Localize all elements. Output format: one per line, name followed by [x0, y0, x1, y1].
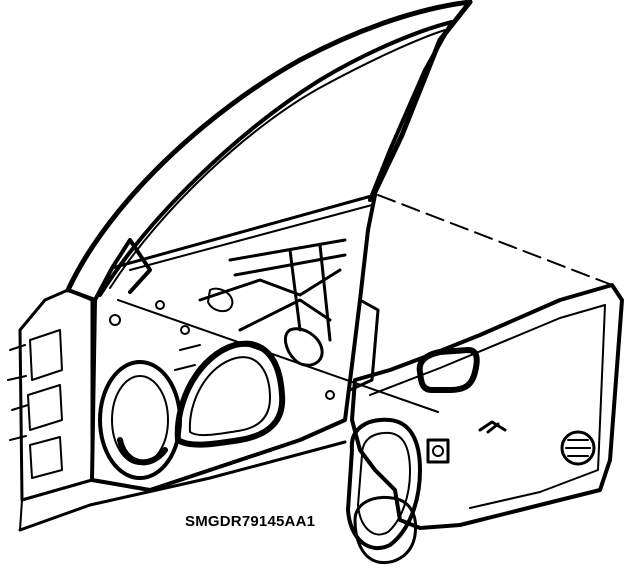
hinge-pillar-detail — [27, 329, 63, 479]
belt-line-inner — [129, 204, 373, 271]
access-hole-seal — [174, 340, 286, 448]
trim-speaker-grille-lines — [565, 439, 591, 457]
speaker-opening-shade — [117, 437, 168, 466]
guide-line-upper — [377, 194, 613, 286]
lower-pocket — [353, 495, 418, 565]
trim-clip-mark — [478, 420, 507, 434]
guide-line-middle — [117, 299, 439, 413]
figure-code: SMGDR79145AA1 — [185, 513, 316, 530]
window-frame-inner — [98, 20, 454, 297]
door-sill — [19, 479, 93, 531]
regulator-gear — [283, 327, 324, 367]
belt-line — [110, 193, 377, 270]
trim-speaker-grille — [560, 430, 596, 466]
window-frame-inner-2 — [109, 29, 446, 289]
trim-switch — [426, 438, 450, 464]
window-frame-outer — [65, 0, 473, 293]
speaker-opening-inner — [111, 375, 169, 465]
armrest-pocket-inner — [357, 431, 411, 536]
handle-recess — [416, 347, 480, 393]
door-inner-panel — [90, 193, 377, 492]
hinge-detail-2 — [7, 344, 29, 441]
access-hole-inner — [188, 356, 271, 437]
window-frame-rear — [372, 0, 473, 195]
regulator-detail — [174, 287, 234, 371]
trim-switch-knob — [432, 445, 444, 457]
trim-panel-inner-edge — [369, 304, 606, 509]
regulator-rail — [228, 238, 347, 342]
regulator-arm — [198, 268, 342, 332]
hinge-pillar — [18, 288, 94, 502]
armrest-pocket — [346, 417, 422, 551]
trim-panel-outline — [350, 283, 624, 530]
door-bottom-edge — [18, 440, 347, 532]
panel-holes — [109, 300, 335, 400]
